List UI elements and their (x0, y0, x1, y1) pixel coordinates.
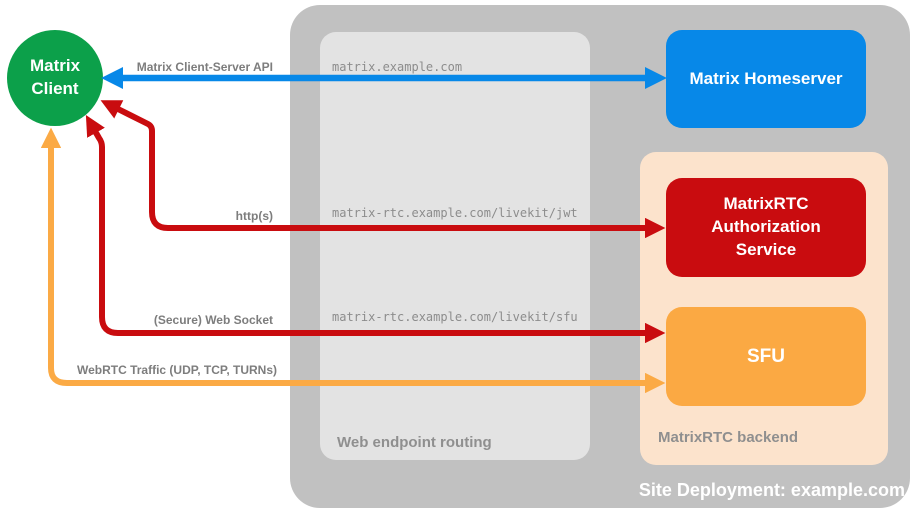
endpoint-url-livekit-sfu: matrix-rtc.example.com/livekit/sfu (332, 310, 578, 324)
endpoint-url-homeserver: matrix.example.com (332, 60, 463, 74)
sfu-node: SFU (666, 307, 866, 406)
site-deployment-label: Site Deployment: example.com (638, 480, 905, 500)
matrix-homeserver-node: Matrix Homeserver (666, 30, 866, 128)
webrtc-traffic-arrow-label: WebRTC Traffic (UDP, TCP, TURNs) (76, 363, 277, 377)
web-endpoint-routing-label: Web endpoint routing (337, 434, 492, 451)
matrix-client-label: Matrix Client (29, 56, 81, 98)
sfu-label: SFU (747, 345, 785, 367)
matrixrtc-backend-label: MatrixRTC backend (658, 429, 799, 446)
secure-web-socket-arrow-label: (Secure) Web Socket (153, 313, 273, 327)
matrix-client-node: Matrix Client (7, 30, 103, 126)
https-arrow-label: http(s) (235, 209, 273, 223)
matrixrtc-authorization-service-node: MatrixRTC Authorization Service (666, 178, 866, 277)
endpoint-url-livekit-jwt: matrix-rtc.example.com/livekit/jwt (332, 206, 578, 220)
matrix-homeserver-label: Matrix Homeserver (689, 68, 843, 88)
web-endpoint-routing-container (320, 32, 590, 460)
client-server-api-arrow-label: Matrix Client-Server API (136, 60, 273, 74)
matrixrtc-authorization-service-label: MatrixRTC Authorization Service (711, 194, 821, 259)
